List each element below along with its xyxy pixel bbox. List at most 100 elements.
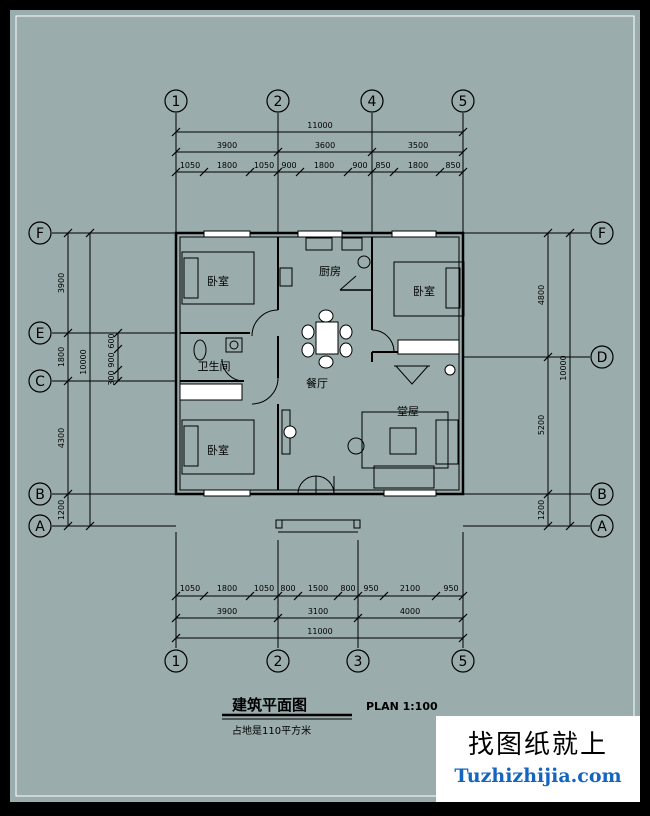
window-north-2: [297, 230, 343, 238]
kitchen-door: [339, 275, 357, 291]
dim-text: 1800: [314, 161, 334, 170]
ceiling-fixture: [395, 365, 429, 385]
axis-label-top-4: 5: [459, 94, 468, 110]
dim-text: 3600: [315, 141, 335, 150]
dim-text: 3500: [408, 141, 428, 150]
dim-text: 3900: [217, 607, 237, 616]
entry-door-left: [297, 475, 317, 495]
bed-nw: [181, 251, 255, 305]
kitchen-fixture: [357, 255, 371, 269]
dim-text: 1050: [254, 161, 274, 170]
watermark-chinese: 找图纸就上: [467, 730, 608, 760]
axis-bubble-right-2: [590, 345, 614, 369]
basin-bowl: [229, 340, 239, 350]
axis-label-right-2: D: [597, 350, 608, 366]
dim-text: 4800: [537, 285, 546, 305]
axis-bubble-right-4: [590, 514, 614, 538]
bed-sw: [181, 419, 255, 475]
dim-text: 950: [443, 584, 458, 593]
dining-chair: [318, 355, 334, 369]
axis-bubble-top-1: [164, 89, 188, 113]
dim-text: 3900: [57, 273, 66, 293]
dim-text: 2100: [400, 584, 420, 593]
plant-icon: [283, 425, 297, 439]
axis-label-right-3: B: [597, 487, 607, 503]
dim-text: 1800: [217, 161, 237, 170]
axis-bubble-left-3: [28, 369, 52, 393]
entry-column: [353, 519, 361, 529]
dim-text: 900: [107, 352, 116, 367]
room-label-kitchen: 厨房: [319, 265, 341, 278]
dim-text: 1200: [537, 500, 546, 520]
axis-bubble-left-2: [28, 321, 52, 345]
dim-text: 5200: [537, 415, 546, 435]
wardrobe-sw: [179, 383, 243, 401]
room-label-bedroom-sw: 卧室: [207, 443, 229, 457]
bed-pillow: [183, 425, 199, 467]
room-label-dining: 餐厅: [306, 376, 328, 390]
axis-label-top-3: 4: [368, 94, 377, 110]
axis-label-top-1: 1: [172, 94, 181, 110]
wash-basin: [225, 337, 243, 353]
bed-ne: [393, 261, 465, 317]
dim-text: 300: [107, 370, 116, 385]
dining-table: [315, 321, 339, 355]
kitchen-counter: [279, 267, 293, 287]
axis-label-left-3: C: [35, 374, 45, 390]
sheet-frame: [15, 15, 635, 797]
window-south-2: [383, 489, 437, 497]
dining-chair: [339, 324, 353, 340]
window-north-3: [391, 230, 437, 238]
dim-text: 11000: [307, 121, 332, 130]
axis-label-left-5: A: [35, 519, 45, 535]
dim-text: 10000: [559, 355, 568, 380]
room-label-bedroom-ne: 卧室: [413, 284, 435, 298]
window-north-1: [203, 230, 251, 238]
plant-icon: [444, 364, 456, 376]
dim-text: 1800: [408, 161, 428, 170]
axis-bubble-right-3: [590, 482, 614, 506]
axis-label-right-4: A: [597, 519, 607, 535]
axis-bubble-bottom-3: [346, 649, 370, 673]
armchair: [435, 419, 459, 465]
axis-label-bottom-3: 3: [354, 654, 363, 670]
room-label-bedroom-nw: 卧室: [207, 274, 229, 288]
dim-text: 10000: [79, 349, 88, 374]
site-area-note: 占地是110平方米: [232, 724, 311, 737]
axis-bubble-left-4: [28, 482, 52, 506]
dim-text: 3100: [308, 607, 328, 616]
door-swing: [251, 377, 279, 405]
axis-label-bottom-2: 2: [274, 654, 283, 670]
axis-bubble-left-5: [28, 514, 52, 538]
dining-chair: [301, 342, 315, 358]
axis-label-left-2: E: [36, 326, 45, 342]
toilet: [193, 339, 207, 361]
living-armchair: [347, 437, 365, 455]
dim-text: 1800: [217, 584, 237, 593]
kitchen-sink: [305, 237, 333, 251]
watermark-box: 找图纸就上 Tuzhizhijia.com: [436, 716, 640, 802]
drawing-scale: PLAN 1:100: [366, 700, 438, 713]
wardrobe-ne: [397, 339, 460, 355]
dim-text: 3900: [217, 141, 237, 150]
entry-column: [275, 519, 283, 529]
dim-text: 900: [281, 161, 296, 170]
axis-bubble-bottom-2: [266, 649, 290, 673]
axis-bubble-bottom-4: [451, 649, 475, 673]
axis-bubble-right-1: [590, 221, 614, 245]
axis-bubble-top-3: [360, 89, 384, 113]
dim-text: 4300: [57, 428, 66, 448]
dining-chair: [339, 342, 353, 358]
door-swing: [251, 309, 279, 337]
bed-pillow: [445, 267, 461, 309]
dim-text: 1200: [57, 500, 66, 520]
axis-bubble-top-2: [266, 89, 290, 113]
door-swing: [371, 329, 395, 353]
room-label-living: 堂屋: [397, 405, 419, 418]
dim-text: 950: [363, 584, 378, 593]
window-south-1: [203, 489, 251, 497]
dim-text: 850: [445, 161, 460, 170]
dim-text: 1500: [308, 584, 328, 593]
dining-chair: [318, 309, 334, 323]
